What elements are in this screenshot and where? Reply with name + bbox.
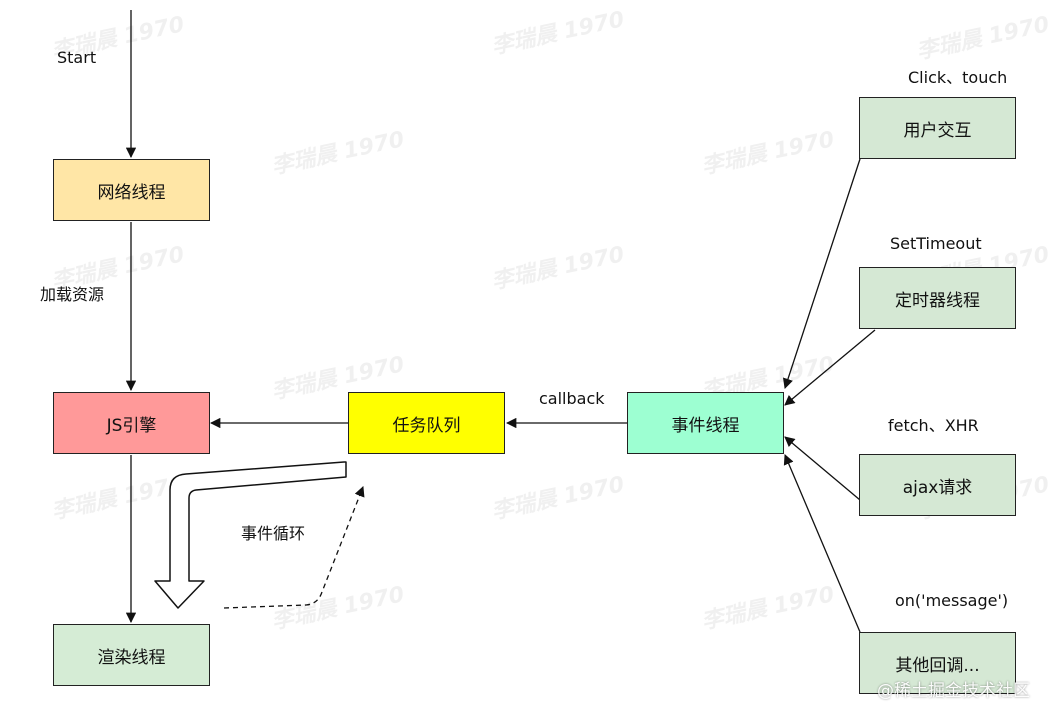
node-network-thread: 网络线程 — [53, 159, 210, 221]
label-click-touch: Click、touch — [908, 68, 1008, 87]
label-settimeout: SetTimeout — [890, 234, 982, 253]
label-event-loop: 事件循环 — [241, 524, 306, 543]
node-other-callbacks: 其他回调... — [859, 632, 1016, 694]
node-js-engine: JS引擎 — [53, 392, 210, 454]
label-start: Start — [57, 48, 97, 67]
event-loop-block-arrow — [154, 461, 347, 609]
label-on-message: on('message') — [895, 591, 1009, 610]
node-event-thread: 事件线程 — [627, 392, 784, 454]
node-render-thread-label: 渲染线程 — [97, 647, 166, 668]
node-network-thread-label: 网络线程 — [97, 182, 166, 203]
node-ajax-request-label: ajax请求 — [902, 477, 973, 498]
edge-event-loop-dashed — [223, 486, 365, 609]
label-load-resources: 加载资源 — [40, 285, 105, 304]
label-callback: callback — [539, 389, 605, 408]
edge-ajax — [784, 436, 861, 501]
edge-other-callbacks — [783, 454, 861, 633]
node-ajax-request: ajax请求 — [859, 454, 1016, 516]
node-other-callbacks-label: 其他回调... — [895, 655, 980, 676]
node-event-thread-label: 事件线程 — [671, 415, 740, 436]
node-timer-thread: 定时器线程 — [859, 267, 1016, 329]
label-fetch-xhr: fetch、XHR — [888, 416, 979, 435]
node-render-thread: 渲染线程 — [53, 624, 210, 686]
node-task-queue-label: 任务队列 — [392, 415, 461, 436]
node-user-interaction: 用户交互 — [859, 97, 1016, 159]
node-js-engine-label: JS引擎 — [106, 415, 157, 436]
node-timer-thread-label: 定时器线程 — [895, 290, 980, 311]
node-user-interaction-label: 用户交互 — [903, 120, 972, 141]
edge-user-interaction — [782, 158, 861, 389]
node-task-queue: 任务队列 — [348, 392, 505, 454]
footer-watermark: @稀土掘金技术社区 — [877, 681, 1030, 701]
edge-timer — [784, 329, 876, 406]
